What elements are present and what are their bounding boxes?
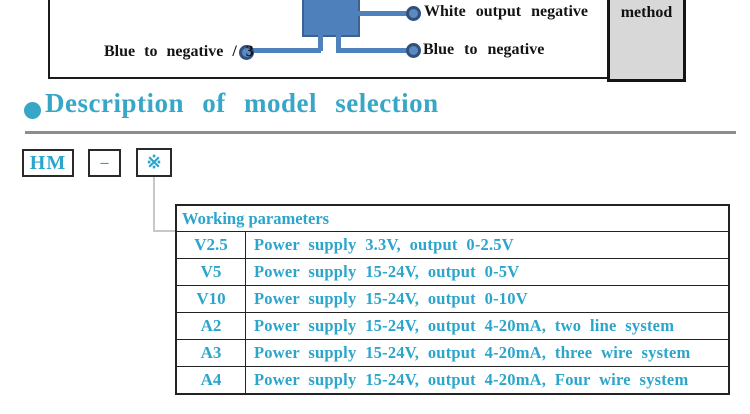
method-label: method [620,4,673,21]
wire-terminal-dot [406,6,421,21]
description-cell: Power supply 15-24V, output 4-20mA, two … [245,312,730,340]
model-separator-box: – [88,149,121,177]
model-wildcard-box: ※ [136,148,172,177]
label-white-output-negative: White output negative [424,3,588,20]
description-cell: Power supply 15-24V, output 0-10V [245,285,730,313]
model-cell: A4 [175,366,246,395]
model-cell: A3 [175,339,246,367]
description-cell: Power supply 3.3V, output 0-2.5V [245,231,730,259]
table-header-cell: Working parameters [175,204,730,232]
wire-leg-right [336,35,341,53]
selector-connector-horizontal [153,230,176,232]
model-wildcard-label: ※ [146,152,162,172]
table-row: A3 Power supply 15-24V, output 4-20mA, t… [175,339,730,367]
wire-bottom-left [249,48,321,53]
model-cell: V10 [175,285,246,313]
model-separator-label: – [100,154,109,171]
table-row: V2.5 Power supply 3.3V, output 0-2.5V [175,231,730,259]
wire-bottom-right [339,48,409,53]
sensor-chip-box [302,0,360,37]
wire-top-right [358,11,408,16]
table-row: A4 Power supply 15-24V, output 4-20mA, F… [175,366,730,395]
model-cell: V2.5 [175,231,246,259]
wire-terminal-dot [239,45,254,60]
table-header-row: Working parameters [175,204,730,232]
selector-connector-vertical [153,177,155,232]
table-row: A2 Power supply 15-24V, output 4-20mA, t… [175,312,730,340]
table-row: V10 Power supply 15-24V, output 0-10V [175,285,730,313]
description-cell: Power supply 15-24V, output 0-5V [245,258,730,286]
section-title: Description of model selection [45,88,439,118]
section-divider [25,131,736,134]
working-parameters-table: Working parameters V2.5 Power supply 3.3… [175,204,730,395]
wire-leg-left [318,35,323,51]
label-blue-to-negative-right: Blue to negative [423,41,545,58]
table-row: V5 Power supply 15-24V, output 0-5V [175,258,730,286]
model-prefix-box: HM [22,149,74,177]
wire-terminal-dot [406,43,421,58]
section-bullet-icon [24,102,41,119]
model-cell: A2 [175,312,246,340]
description-cell: Power supply 15-24V, output 4-20mA, thre… [245,339,730,367]
label-blue-to-negative-left: Blue to negative / 3 [104,43,254,60]
description-cell: Power supply 15-24V, output 4-20mA, Four… [245,366,730,395]
model-prefix-label: HM [29,151,67,174]
model-cell: V5 [175,258,246,286]
method-box: method [607,0,686,82]
